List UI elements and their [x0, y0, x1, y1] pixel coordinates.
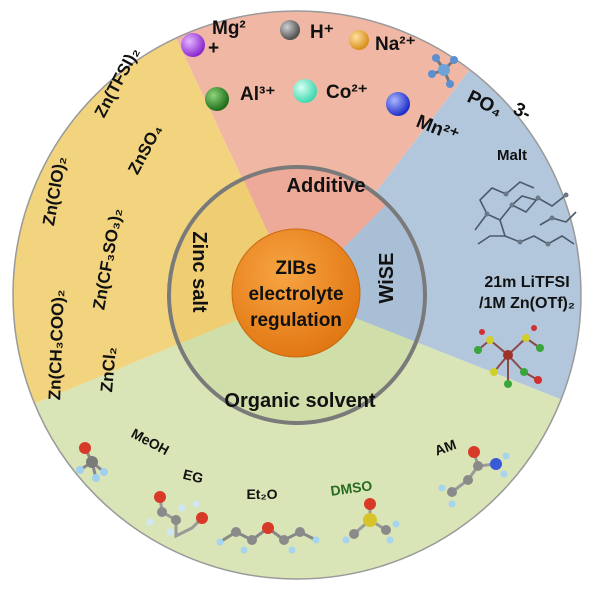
- wise-line-1: 21m LiTFSI: [484, 274, 569, 291]
- organic-inner-sector: [179, 295, 416, 423]
- am-molecule-icon: [438, 446, 510, 508]
- co-ion-label: Co²⁺: [326, 82, 368, 103]
- mn-ion-ball: [386, 92, 410, 116]
- center-line-3: regulation: [250, 310, 342, 331]
- inner-circle-border: [167, 165, 427, 425]
- et2o-label: Et₂O: [246, 486, 277, 502]
- meoh-molecule-icon: [76, 442, 108, 482]
- center-line-1: ZIBs: [275, 258, 316, 279]
- additive-label: Additive: [287, 175, 366, 197]
- organic-solvent-label: Organic solvent: [224, 390, 375, 412]
- additive-inner-sector: [243, 167, 387, 295]
- na-ion-label: Na²⁺: [375, 34, 416, 55]
- dmso-label: DMSO: [329, 477, 373, 499]
- center-line-2: electrolyte: [248, 284, 343, 305]
- al-ion-label: Al³⁺: [240, 84, 275, 105]
- wise-content: Malt 21m LiTFSI /1M Zn(OTf)₂: [474, 147, 577, 388]
- additive-ions: Mg² + H⁺ Na²⁺ Al³⁺ Co²⁺ Mn²⁺ PO₄ 3-: [181, 18, 534, 147]
- po4-molecule-icon: [428, 54, 458, 88]
- malt-label: Malt: [497, 147, 527, 164]
- eg-molecule-icon: [146, 491, 208, 539]
- wise-line-2: /1M Zn(OTf)₂: [479, 295, 575, 312]
- zncl2-label: ZnCl₂: [97, 346, 120, 393]
- outer-circle-border: [12, 10, 582, 580]
- organic-outer-sector: [13, 295, 581, 579]
- zn-acetate-label: Zn(CH₃COO)₂: [45, 289, 68, 400]
- malt-molecule-atoms: [484, 191, 569, 247]
- mg-ion-ball: [181, 33, 205, 57]
- zinc-salt-label: Zinc salt: [188, 231, 210, 312]
- wise-label: WiSE: [376, 253, 398, 304]
- mg-ion-label: Mg²: [212, 18, 246, 39]
- co-ion-ball: [293, 79, 317, 103]
- mg-ion-sign: +: [208, 38, 219, 59]
- eg-label: EG: [181, 466, 205, 486]
- na-ion-ball: [349, 30, 369, 50]
- am-label: AM: [432, 436, 458, 458]
- tfsi-cluster-icon: [474, 325, 544, 388]
- h-ion-label: H⁺: [310, 22, 334, 43]
- al-ion-ball: [205, 87, 229, 111]
- h-ion-ball: [280, 20, 300, 40]
- dmso-molecule-icon: [342, 498, 400, 544]
- center-disc: [231, 228, 361, 358]
- et2o-molecule-icon: [216, 522, 320, 554]
